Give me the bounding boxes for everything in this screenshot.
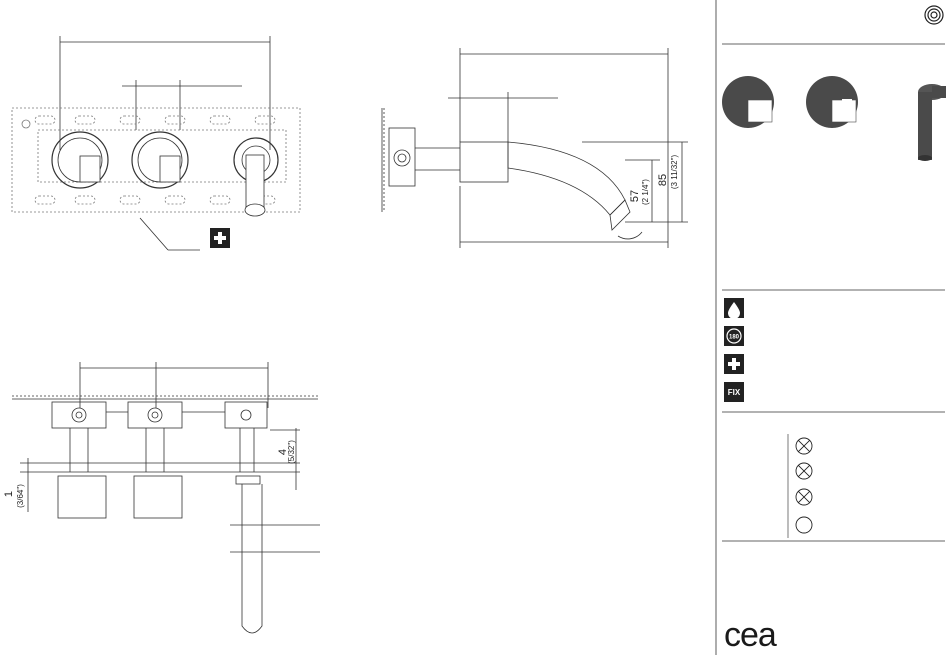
crossed-circle-icon	[796, 438, 812, 454]
fix-icon: FIX	[724, 382, 744, 402]
target-icon	[925, 6, 943, 24]
plus-badge-front	[210, 228, 230, 248]
fix-label: FIX	[728, 388, 741, 397]
plate-thickness-sub-label: (3/64")	[16, 484, 25, 508]
knob-thumbnail	[722, 76, 774, 128]
spout-height-label: 57	[629, 190, 641, 202]
rotation-180-icon: 180	[724, 326, 744, 346]
spout-height-sub-label: (2 1/4")	[641, 179, 650, 205]
open-circle-icon	[796, 517, 812, 533]
cea-logo-text: cea	[724, 616, 777, 654]
plate-thickness-label: 1	[3, 491, 15, 497]
total-height-label: 85	[657, 174, 669, 186]
crossed-circle-icon	[796, 489, 812, 505]
side-view-dimension-labels: 57 (2 1/4") 85 (3 11/32")	[629, 155, 679, 205]
crossed-circle-icon	[796, 463, 812, 479]
total-height-sub-label: (3 11/32")	[670, 155, 679, 190]
water-drop-icon	[724, 298, 744, 319]
top-view-dimension-labels: 4 (5/32") 1 (3/64")	[3, 440, 296, 508]
plus-icon	[724, 354, 744, 374]
compatibility-grid	[788, 434, 812, 538]
wall-gap-sub-label: (5/32")	[287, 440, 296, 464]
front-view-drawing	[12, 36, 300, 250]
rotation-180-label: 180	[729, 335, 740, 341]
side-view-drawing	[382, 48, 688, 248]
top-view-drawing	[12, 362, 320, 633]
spout-thumbnail	[918, 84, 946, 161]
cea-logo: cea	[724, 616, 777, 654]
knob-thumbnail-logo-variant	[806, 76, 858, 128]
